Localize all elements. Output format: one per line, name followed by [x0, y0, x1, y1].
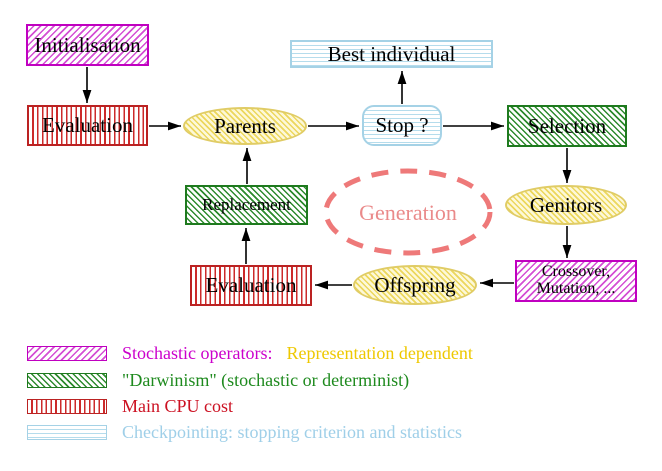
legend-swatch-cyan-stripes — [27, 424, 107, 440]
generation-cycle-ellipse — [323, 168, 493, 256]
legend-row-checkpointing: Checkpointing: stopping criterion and st… — [27, 421, 462, 442]
node-evaluation-bottom-label: Evaluation — [205, 273, 297, 298]
node-crossover-label-line1: Crossover, — [541, 263, 611, 281]
node-evaluation-top-label: Evaluation — [42, 113, 133, 138]
node-evaluation-bottom: Evaluation — [190, 265, 312, 306]
node-selection-label: Selection — [527, 113, 607, 138]
node-initialisation-label: Initialisation — [34, 32, 141, 57]
legend-row-darwinism: "Darwinism" (stochastic or determinist) — [27, 369, 410, 390]
node-evaluation-top: Evaluation — [27, 105, 148, 146]
legend-swatch-magenta-hatch — [27, 345, 107, 361]
legend-row-stochastic-operators: Stochastic operators: Representation dep… — [27, 342, 473, 363]
node-replacement: Replacement — [185, 185, 308, 225]
node-parents: Parents — [183, 107, 307, 145]
legend-row-main-cpu-cost: Main CPU cost — [27, 395, 234, 416]
node-selection: Selection — [507, 105, 627, 147]
generation-cycle-label: Generation — [359, 200, 457, 225]
legend-label-main-cpu-cost: Main CPU cost — [122, 395, 234, 416]
node-crossover-label-line2: Mutation, ... — [536, 280, 616, 297]
legend-swatch-green-hatch — [27, 372, 107, 388]
node-best-individual: Best individual — [290, 40, 493, 68]
legend-label-stochastic-operators: Stochastic operators: — [122, 342, 273, 363]
node-genitors: Genitors — [505, 185, 627, 225]
node-stop-label: Stop ? — [375, 113, 429, 138]
legend-swatch-red-stripes — [27, 398, 107, 414]
node-offspring: Offspring — [353, 265, 477, 305]
node-stop: Stop ? — [362, 105, 442, 146]
node-parents-label: Parents — [214, 113, 276, 138]
node-best-individual-label: Best individual — [327, 41, 456, 66]
node-crossover-mutation: Crossover, Mutation, ... — [515, 260, 637, 302]
legend-label-representation-dependent: Representation dependent — [286, 342, 473, 363]
node-initialisation: Initialisation — [26, 24, 149, 66]
legend-label-checkpointing: Checkpointing: stopping criterion and st… — [122, 421, 462, 442]
legend-label-darwinism: "Darwinism" (stochastic or determinist) — [122, 369, 410, 390]
node-replacement-label: Replacement — [202, 195, 291, 215]
node-offspring-label: Offspring — [374, 272, 456, 297]
node-genitors-label: Genitors — [529, 192, 603, 217]
